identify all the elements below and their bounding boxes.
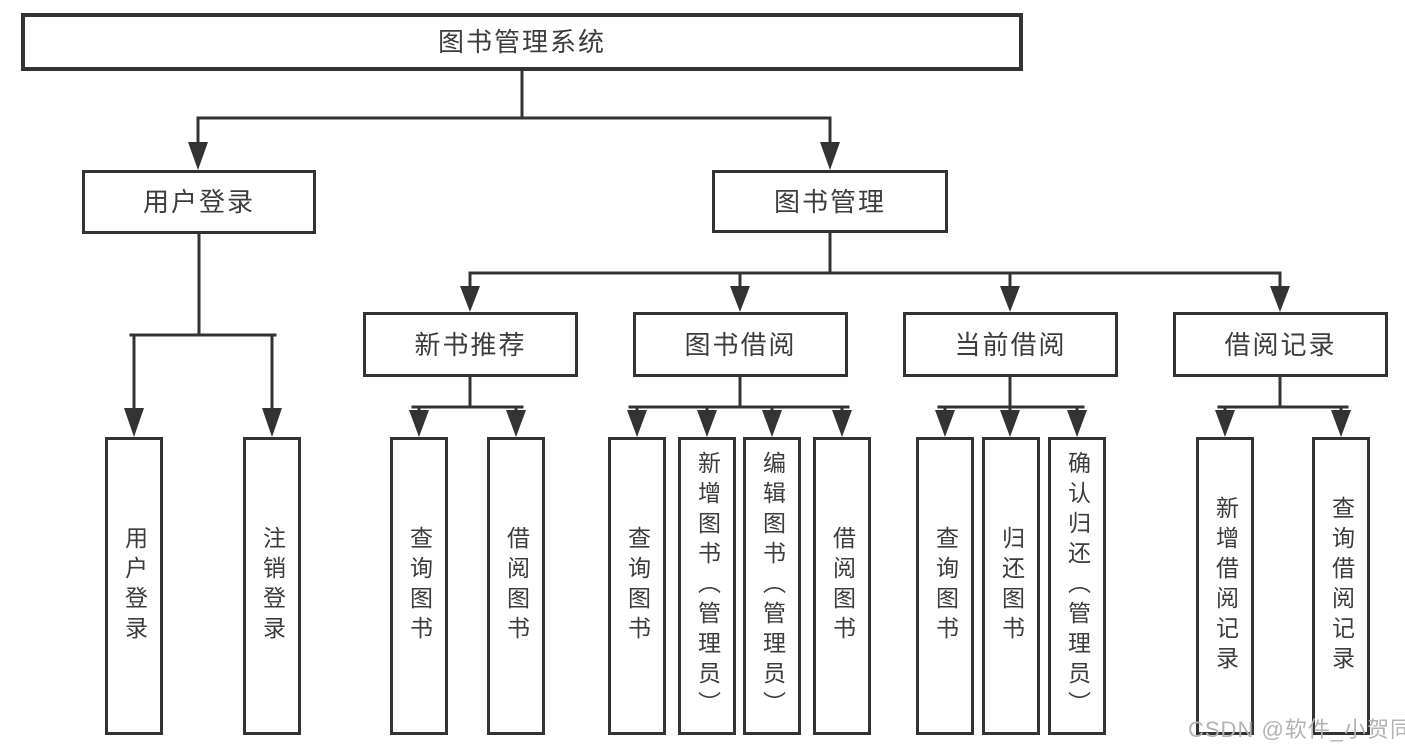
watermark-text: CSDN @软件_小贺同学 — [1188, 717, 1405, 742]
node-label: 借阅记录 — [1224, 329, 1337, 360]
node-root: 图书管理系统 — [21, 13, 1023, 71]
node-label: 用户登录 — [142, 187, 255, 217]
node-label: 查询图书 — [624, 526, 651, 646]
node-label: 查询图书 — [932, 526, 959, 646]
leaf-logout-login: 注销登录 — [243, 437, 301, 735]
node-label: 查询借阅记录 — [1328, 496, 1355, 676]
node-label: 借阅图书 — [503, 526, 530, 646]
node-book-borrowing: 图书借阅 — [633, 312, 848, 377]
leaf-user-login: 用户登录 — [105, 437, 163, 735]
leaf-return-books: 归还图书 — [982, 437, 1040, 735]
leaf-query-books-borrowing: 查询图书 — [608, 437, 666, 735]
node-user-login: 用户登录 — [82, 170, 316, 234]
node-new-book-recommendation: 新书推荐 — [363, 312, 578, 377]
node-current-borrowing: 当前借阅 — [903, 312, 1118, 377]
leaf-query-books-recommend: 查询图书 — [390, 437, 448, 735]
node-label: 编辑图书（管理员） — [759, 451, 786, 721]
node-label: 借阅图书 — [829, 526, 856, 646]
node-label: 用户登录 — [121, 526, 148, 646]
node-label: 新增借阅记录 — [1212, 496, 1239, 676]
node-label: 当前借阅 — [954, 329, 1067, 360]
node-label: 图书管理系统 — [437, 27, 606, 57]
node-label: 确认归还（管理员） — [1064, 451, 1091, 721]
leaf-borrow-books-recommend: 借阅图书 — [487, 437, 545, 735]
node-label: 新书推荐 — [414, 329, 527, 360]
leaf-query-books-current: 查询图书 — [916, 437, 974, 735]
node-borrowing-records: 借阅记录 — [1173, 312, 1388, 377]
leaf-add-borrow-record: 新增借阅记录 — [1196, 437, 1254, 735]
leaf-confirm-return-admin: 确认归还（管理员） — [1048, 437, 1106, 735]
node-label: 图书管理 — [773, 186, 886, 217]
node-label: 归还图书 — [998, 526, 1025, 646]
node-book-management: 图书管理 — [712, 170, 948, 233]
leaf-query-borrow-record: 查询借阅记录 — [1312, 437, 1370, 735]
leaf-add-books-admin: 新增图书（管理员） — [678, 437, 736, 735]
node-label: 图书借阅 — [684, 329, 797, 360]
node-label: 查询图书 — [406, 526, 433, 646]
leaf-edit-books-admin: 编辑图书（管理员） — [743, 437, 801, 735]
node-label: 注销登录 — [259, 526, 286, 646]
node-label: 新增图书（管理员） — [694, 451, 721, 721]
leaf-borrow-books-borrowing: 借阅图书 — [813, 437, 871, 735]
